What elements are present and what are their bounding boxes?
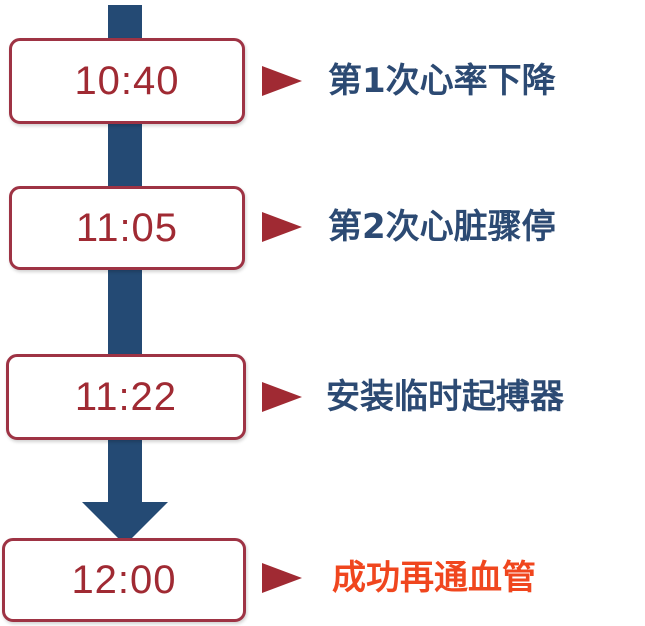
time-label-4: 12:00 <box>71 557 177 602</box>
time-box-4: 12:00 <box>2 538 246 622</box>
pointer-arrow-icon <box>262 212 302 242</box>
time-box-1: 10:40 <box>9 38 245 124</box>
pointer-arrow-icon <box>262 382 302 412</box>
time-label-3: 11:22 <box>74 374 178 419</box>
time-label-2: 11:05 <box>75 205 179 250</box>
pointer-arrow-icon <box>262 563 302 593</box>
event-label-4: 成功再通血管 <box>332 558 536 598</box>
timeline-arrow-head <box>82 502 168 545</box>
time-box-3: 11:22 <box>6 354 246 440</box>
event-label-2: 第2次心脏骤停 <box>328 207 556 247</box>
timeline-arrow-shaft <box>108 440 142 504</box>
event-label-1: 第1次心率下降 <box>328 61 556 101</box>
pointer-arrow-icon <box>262 66 302 96</box>
time-box-2: 11:05 <box>9 186 245 270</box>
event-label-3: 安装临时起搏器 <box>326 377 564 417</box>
time-label-1: 10:40 <box>74 58 180 103</box>
